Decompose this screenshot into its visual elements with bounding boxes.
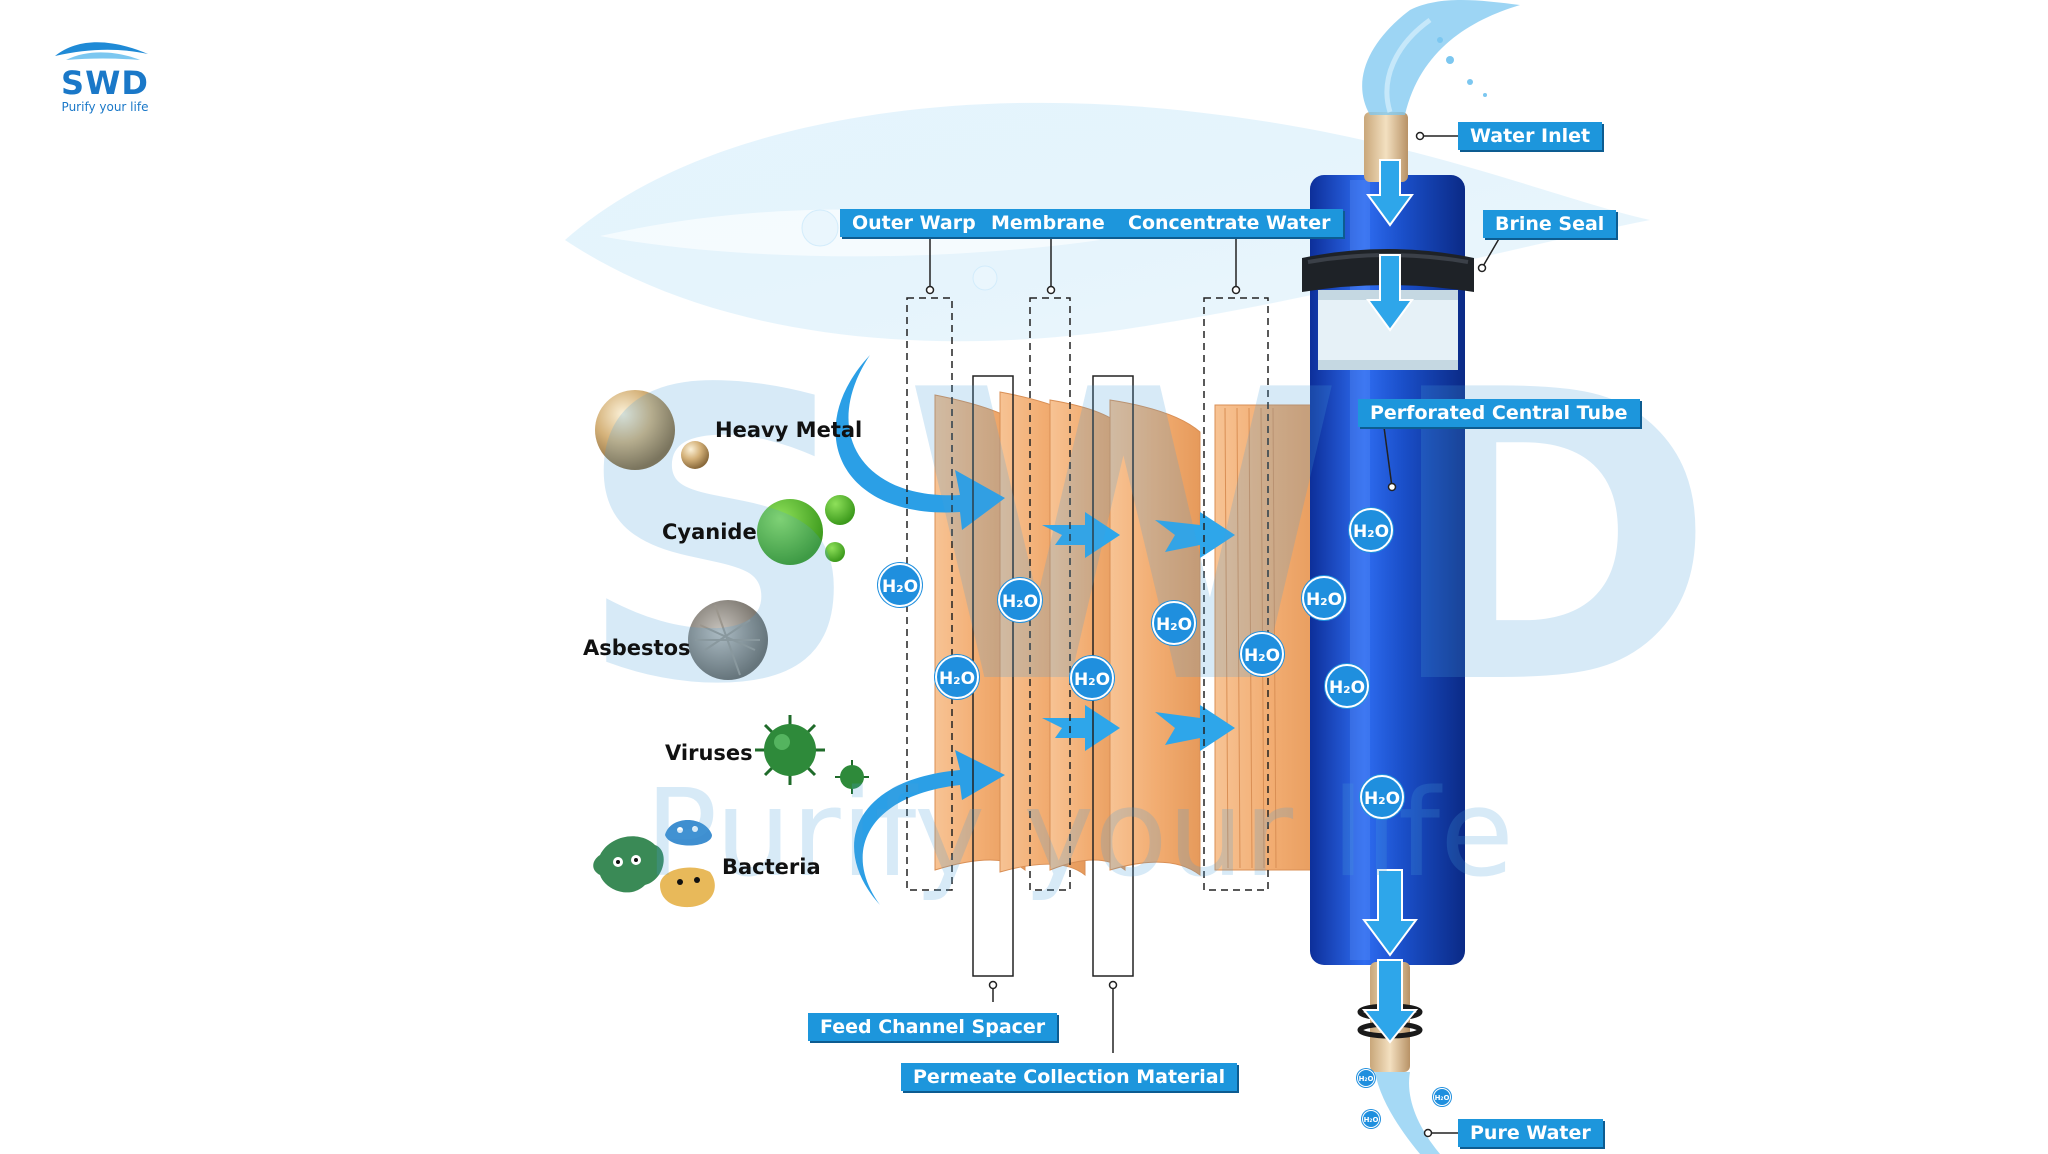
h2o-molecule: H₂O — [935, 655, 979, 699]
h2o-molecule: H₂O — [1070, 656, 1114, 700]
label-membrane: Membrane — [979, 209, 1117, 237]
contaminant-asbestos: Asbestos — [583, 636, 691, 660]
label-outer-warp: Outer Warp — [840, 209, 988, 237]
label-perforated-central-tube: Perforated Central Tube — [1358, 399, 1640, 427]
heavy-metal-icon — [595, 390, 709, 470]
h2o-molecule: H₂O — [1349, 508, 1393, 552]
brand-logo-wave-icon — [55, 42, 148, 60]
contaminant-bacteria: Bacteria — [722, 855, 821, 879]
brand-name: SWD — [61, 64, 149, 102]
virus-icon — [755, 715, 869, 794]
h2o-molecule-small: H₂O — [1362, 1110, 1380, 1128]
h2o-molecule: H₂O — [878, 563, 922, 607]
label-concentrate-water: Concentrate Water — [1116, 209, 1343, 237]
h2o-molecule-small: H₂O — [1433, 1088, 1451, 1106]
bacteria-icon — [593, 820, 715, 908]
label-permeate-collection-material: Permeate Collection Material — [901, 1063, 1238, 1091]
h2o-molecule: H₂O — [1360, 775, 1404, 819]
h2o-molecule: H₂O — [1325, 664, 1369, 708]
label-pure-water: Pure Water — [1458, 1119, 1603, 1147]
h2o-molecule: H₂O — [998, 578, 1042, 622]
contaminant-viruses: Viruses — [665, 741, 753, 765]
h2o-molecule: H₂O — [1152, 601, 1196, 645]
label-brine-seal: Brine Seal — [1483, 210, 1617, 238]
feed-arrows — [835, 355, 1005, 905]
label-water-inlet: Water Inlet — [1458, 122, 1603, 150]
contaminant-cyanide: Cyanide — [662, 520, 757, 544]
label-feed-channel-spacer: Feed Channel Spacer — [808, 1013, 1058, 1041]
brand-logo: SWD Purify your life — [50, 38, 160, 114]
contaminant-heavy-metal: Heavy Metal — [715, 418, 863, 442]
h2o-molecule-small: H₂O — [1357, 1069, 1375, 1087]
cyanide-icon — [757, 495, 855, 565]
h2o-molecule: H₂O — [1240, 632, 1284, 676]
h2o-molecule: H₂O — [1302, 576, 1346, 620]
brand-tagline: Purify your life — [61, 100, 149, 114]
asbestos-icon — [688, 600, 768, 680]
